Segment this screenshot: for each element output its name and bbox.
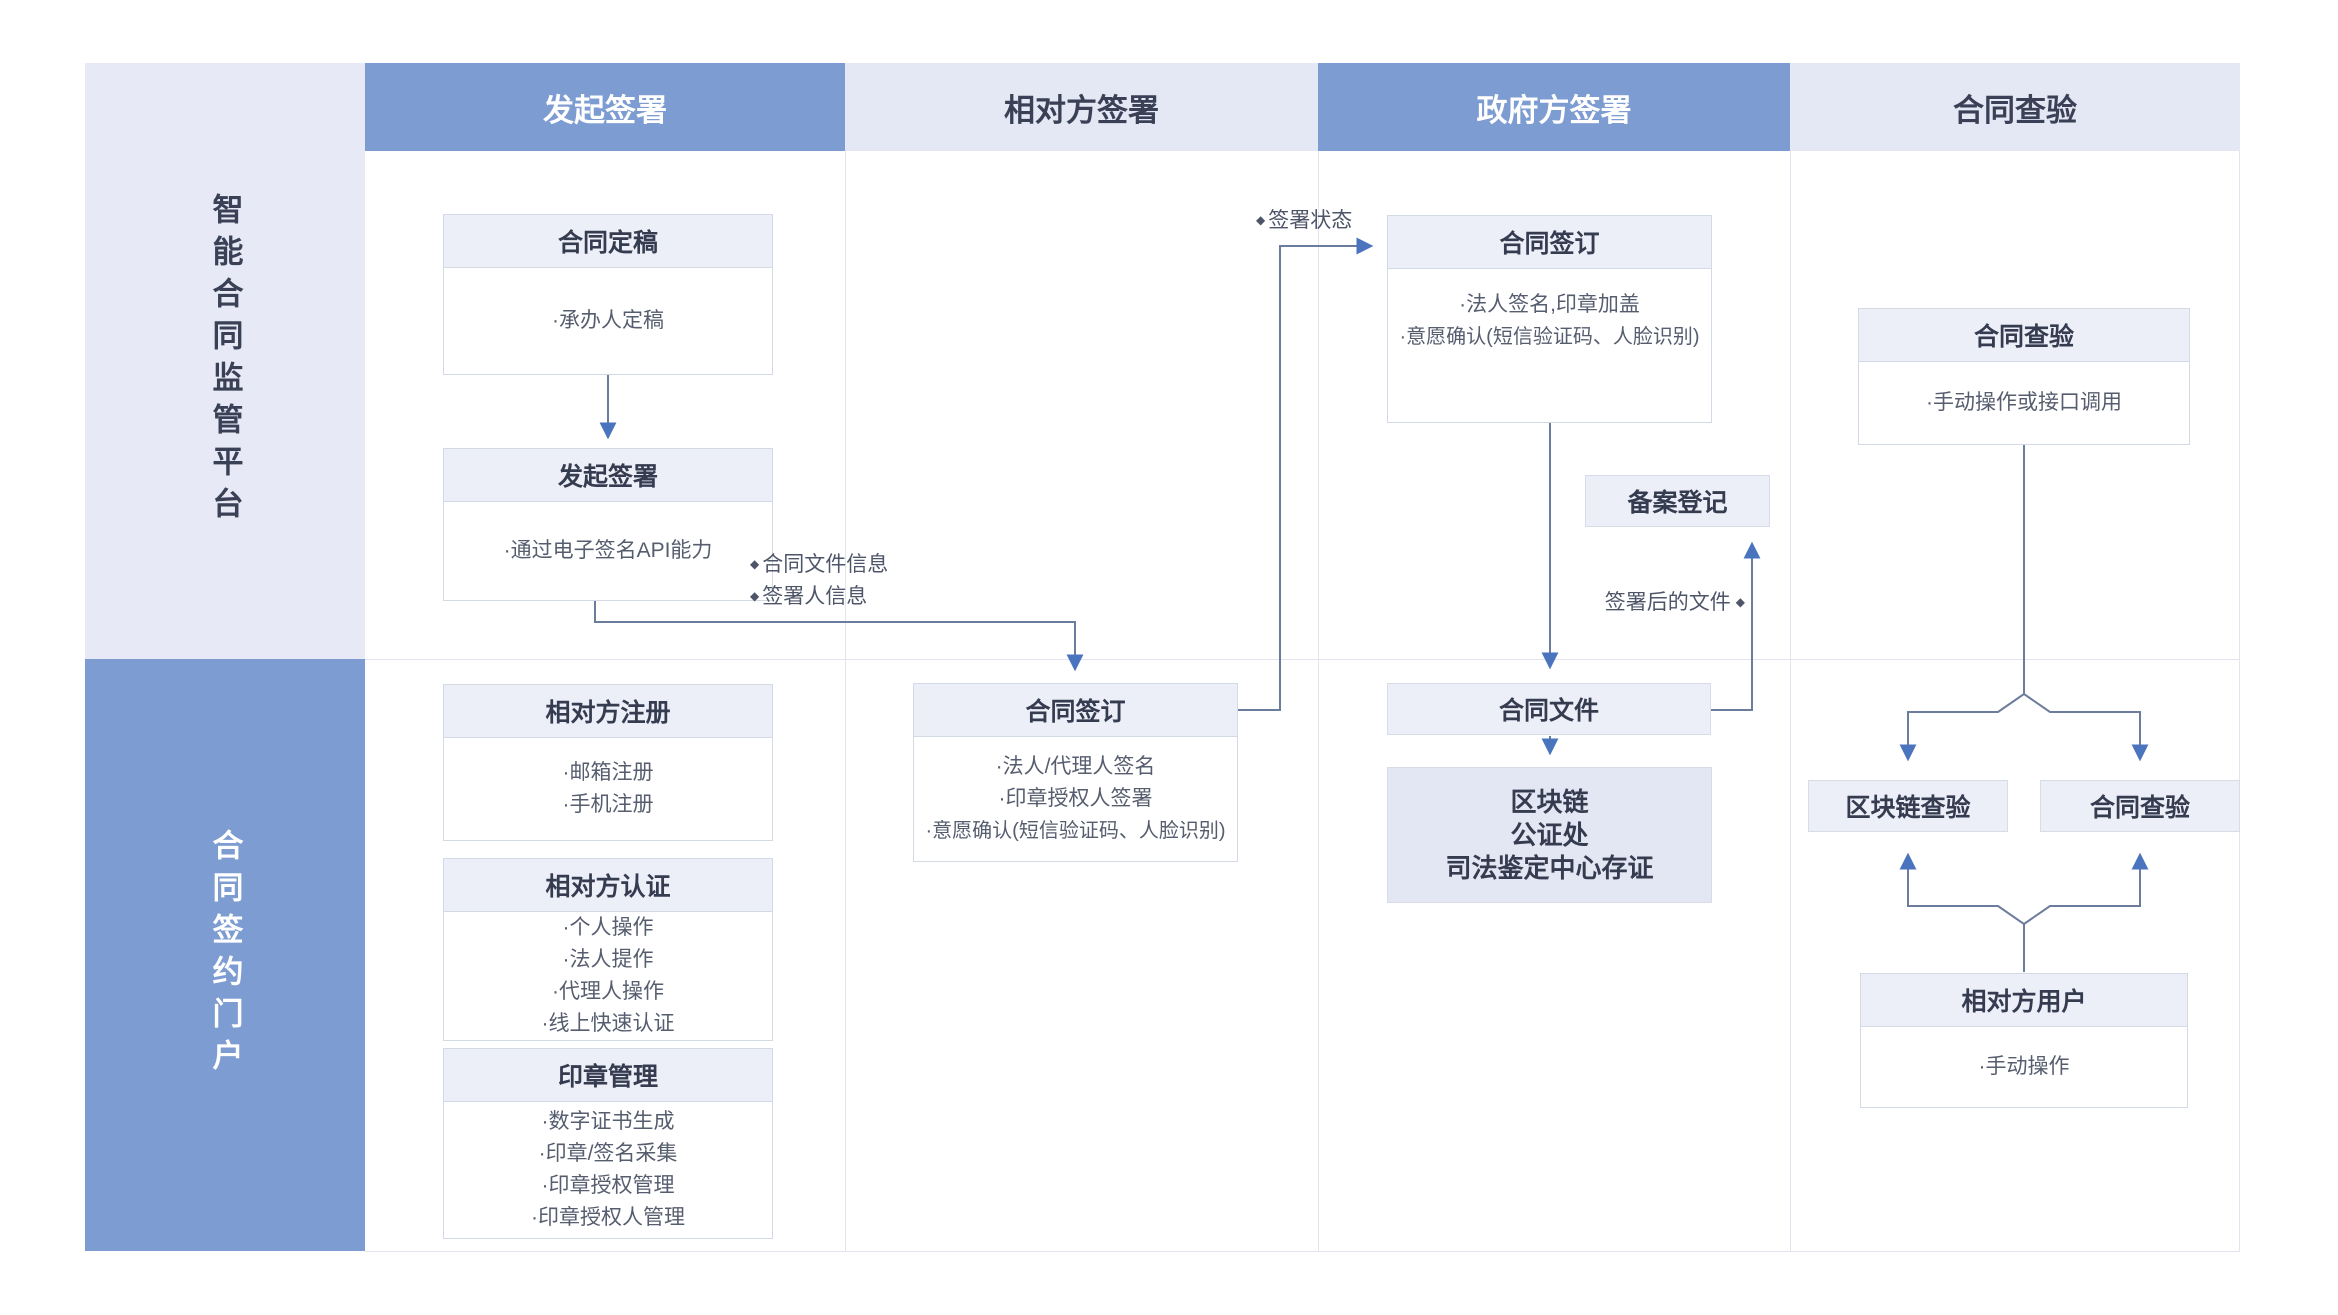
box-record-register: 备案登记 bbox=[1585, 475, 1770, 527]
lane-row-portal-label: 合同签约门户 bbox=[207, 829, 243, 1081]
box-contract-file: 合同文件 bbox=[1387, 683, 1711, 735]
arrow-user-to-blockchain-verify bbox=[1899, 852, 2025, 972]
row-divider bbox=[365, 659, 2240, 660]
lane-row-platform: 智能合同监管平台 bbox=[85, 63, 365, 659]
box-counterparty-user: 相对方用户 ·手动操作 bbox=[1860, 973, 2188, 1108]
lane-row-portal: 合同签约门户 bbox=[85, 659, 365, 1251]
column-divider bbox=[845, 151, 846, 1252]
note-contract-file-info: ◆合同文件信息 bbox=[750, 553, 889, 576]
box-counterparty-register: 相对方注册 ·邮箱注册 ·手机注册 bbox=[443, 684, 773, 841]
box-contract-draft: 合同定稿 ·承办人定稿 bbox=[443, 214, 773, 375]
box-blockchain-verify: 区块链查验 bbox=[1808, 780, 2008, 832]
box-initiate-sign: 发起签署 ·通过电子签名API能力 bbox=[443, 448, 773, 601]
note-sign-status: ◆签署状态 bbox=[1256, 209, 1353, 232]
box-contract-verify-main: 合同查验 ·手动操作或接口调用 bbox=[1858, 308, 2190, 445]
box-counterparty-auth: 相对方认证 ·个人操作 ·法人提作 ·代理人操作 ·线上快速认证 bbox=[443, 858, 773, 1041]
lane-col-contract-verify: 合同查验 bbox=[1790, 63, 2240, 151]
arrow-split-to-contract-verify bbox=[2023, 693, 2149, 762]
column-divider bbox=[1790, 151, 1791, 1252]
diamond-bullet: ◆ bbox=[1735, 595, 1745, 609]
lane-row-platform-label: 智能合同监管平台 bbox=[207, 193, 243, 529]
box-contract-verify-small: 合同查验 bbox=[2040, 780, 2240, 832]
column-divider bbox=[1318, 151, 1319, 1252]
box-seal-management: 印章管理 ·数字证书生成 ·印章/签名采集 ·印章授权管理 ·印章授权人管理 bbox=[443, 1048, 773, 1239]
box-counterparty-contract-sign: 合同签订 ·法人/代理人签名 ·印章授权人签署 ·意愿确认(短信验证码、人脸识别… bbox=[913, 683, 1238, 862]
diamond-bullet: ◆ bbox=[750, 589, 760, 603]
arrow-split-to-blockchain-verify bbox=[1899, 693, 2025, 762]
note-signer-info: ◆签署人信息 bbox=[750, 585, 868, 608]
box-blockchain-evidence: 区块链 公证处 司法鉴定中心存证 bbox=[1387, 767, 1712, 903]
arrow-sign-status-to-gov-sign bbox=[1238, 237, 1374, 711]
diamond-bullet: ◆ bbox=[750, 557, 760, 571]
arrow-user-to-contract-verify bbox=[2023, 852, 2149, 925]
note-post-sign-file: 签署后的文件◆ bbox=[1604, 591, 1745, 614]
lane-col-initiate-sign: 发起签署 bbox=[365, 63, 845, 151]
box-gov-contract-sign: 合同签订 ·法人签名,印章加盖 ·意愿确认(短信验证码、人脸识别) bbox=[1387, 215, 1712, 423]
lane-col-government-sign: 政府方签署 bbox=[1318, 63, 1790, 151]
diagram-right-border bbox=[2239, 151, 2240, 1252]
lane-col-counterparty-sign: 相对方签署 bbox=[845, 63, 1318, 151]
diamond-bullet: ◆ bbox=[1256, 213, 1266, 227]
arrow-contract-file-to-record bbox=[1711, 541, 1761, 711]
diagram-bottom-border bbox=[365, 1251, 2240, 1252]
